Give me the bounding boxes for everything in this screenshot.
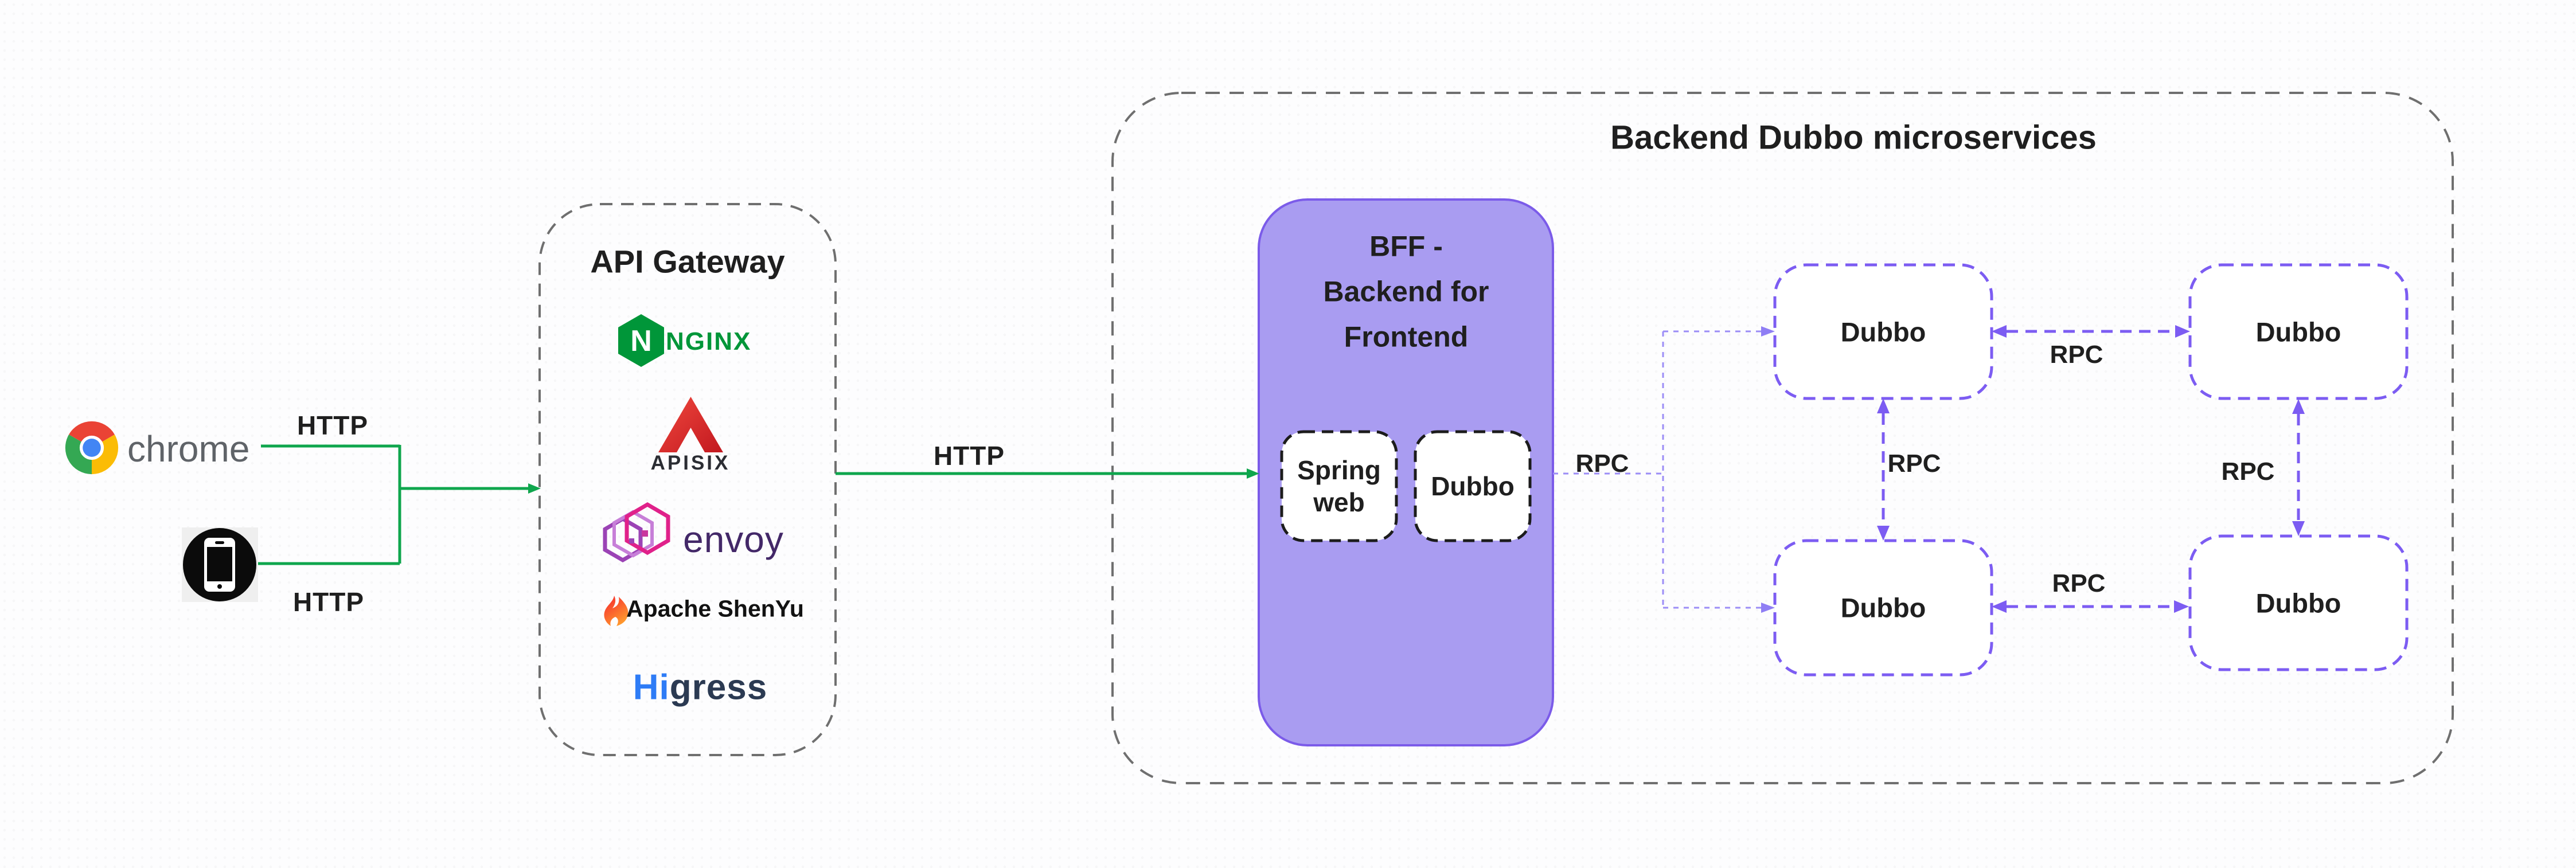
bff-dubbo-label: Dubbo	[1431, 471, 1515, 501]
phone-screen	[207, 547, 232, 581]
apisix-logo-icon	[658, 397, 723, 452]
http-label-gateway-bff: HTTP	[933, 441, 1005, 471]
rpc-label-left-pair: RPC	[1887, 449, 1941, 478]
bff-title-line3: Frontend	[1344, 320, 1469, 353]
bff-title: BFF - Backend for Frontend	[1324, 224, 1489, 360]
nginx-logo-icon: N	[618, 314, 664, 367]
envoy-logo-icon	[603, 502, 670, 563]
rpc-arrowheads	[1877, 325, 2305, 613]
bff-title-line2: Backend for	[1323, 275, 1489, 308]
svg-text:N: N	[630, 324, 652, 358]
backend-group-title: Backend Dubbo microservices	[1610, 119, 2097, 157]
rpc-arrows	[1882, 330, 2300, 608]
dubbo-box-top-right	[2188, 263, 2409, 400]
spring-web-line2: web	[1313, 487, 1365, 517]
rpc-feed-arrowhead-bottom	[1761, 603, 1775, 613]
dubbo-label-bottom-right: Dubbo	[2255, 588, 2341, 619]
spring-web-line1: Spring	[1297, 455, 1381, 485]
bff-box	[1258, 198, 1554, 746]
rpc-label-top-pair: RPC	[2050, 341, 2103, 369]
http-label-mobile: HTTP	[292, 587, 365, 617]
phone-home-button	[217, 584, 222, 589]
rpc-feed-arrowhead-top	[1761, 326, 1775, 337]
shenyu-flame-icon	[604, 596, 629, 626]
spring-web-label: Spring web	[1297, 454, 1381, 518]
phone-speaker	[215, 541, 224, 544]
apache-shenyu-label: Apache ShenYu	[626, 595, 804, 622]
spring-web-box	[1280, 430, 1398, 542]
nginx-label: NGINX	[666, 327, 752, 355]
dubbo-box-bottom-left	[1773, 539, 1993, 677]
http-lines	[258, 444, 1247, 565]
rpc-label-right-pair: RPC	[2221, 458, 2275, 486]
higress-hi-text: Hi	[633, 667, 670, 707]
phone-body	[204, 538, 235, 592]
rpc-arrowhead	[1877, 398, 1890, 413]
http-arrowhead-gateway	[528, 483, 541, 494]
apisix-label: APISIX	[650, 452, 731, 474]
phone-circle	[183, 528, 256, 601]
chrome-icon	[65, 421, 119, 475]
rpc-arrowhead	[2292, 399, 2305, 414]
rpc-arrowhead	[2175, 325, 2190, 338]
rpc-arrowhead	[2174, 600, 2189, 613]
bff-dubbo-box	[1414, 430, 1532, 542]
rpc-arrowhead	[1992, 325, 2007, 338]
envoy-label: envoy	[683, 519, 784, 560]
rpc-arrowhead	[1877, 526, 1890, 541]
dubbo-label-top-left: Dubbo	[1840, 316, 1926, 347]
mobile-phone-icon	[182, 527, 258, 602]
rpc-feed-lines	[1553, 330, 1762, 609]
api-gateway-title: API Gateway	[590, 243, 785, 280]
api-gateway-box	[538, 203, 837, 756]
rpc-arrowhead	[2292, 521, 2305, 536]
higress-gress-text: gress	[669, 667, 768, 707]
dubbo-label-top-right: Dubbo	[2255, 316, 2341, 347]
dubbo-label-bottom-left: Dubbo	[1840, 592, 1926, 623]
http-arrowhead-bff	[1247, 468, 1259, 479]
rpc-label-bottom-pair: RPC	[2052, 569, 2106, 597]
dubbo-box-bottom-right	[2188, 534, 2409, 671]
bff-title-line1: BFF -	[1369, 230, 1443, 263]
http-label-chrome: HTTP	[296, 410, 369, 440]
rpc-label-bff: RPC	[1575, 449, 1629, 478]
rpc-arrowhead	[1992, 600, 2007, 613]
higress-logo: Higress	[633, 667, 767, 708]
chrome-label: chrome	[127, 428, 250, 470]
